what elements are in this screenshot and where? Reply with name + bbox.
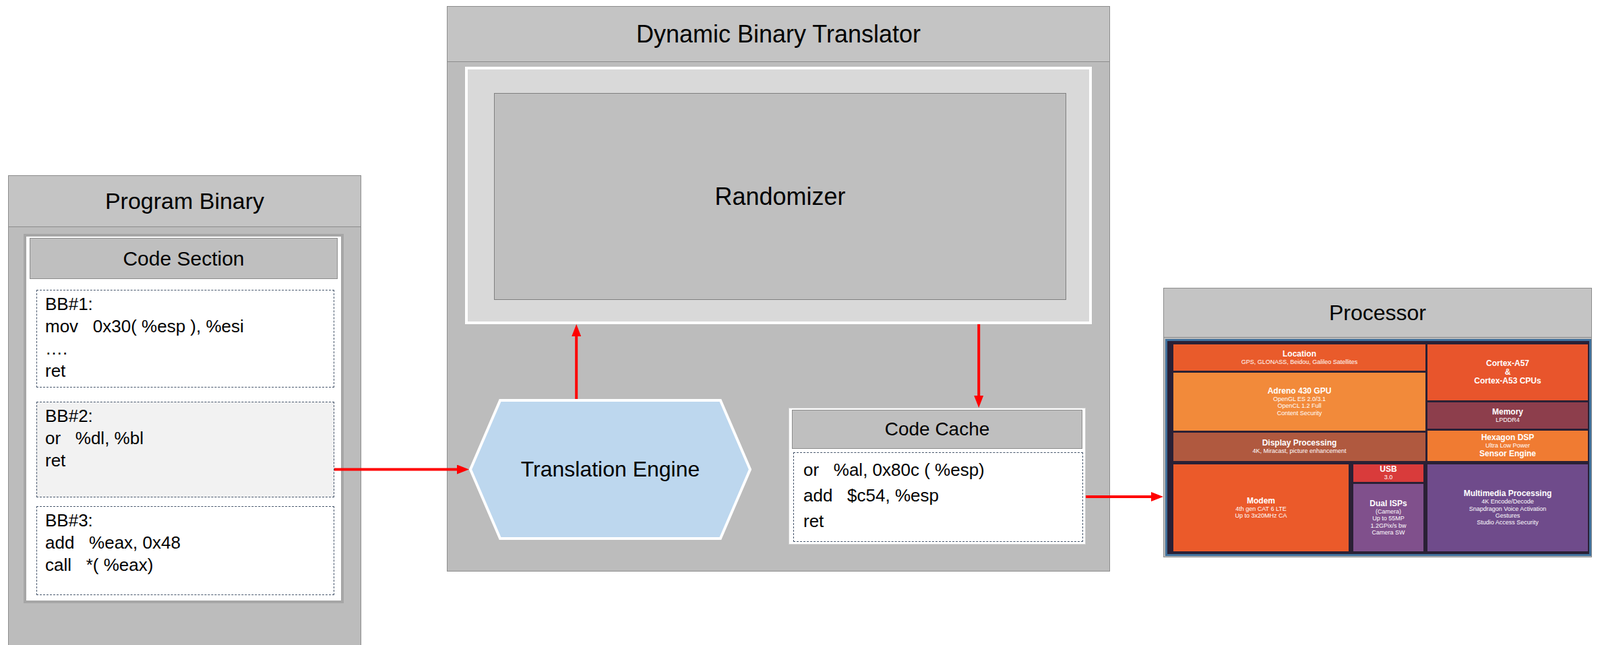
code-line: or %al, 0x80c ( %esp) — [803, 456, 1073, 483]
section-box: Code SectionBB#1:mov 0x30( %esp ), %esi…… — [23, 233, 344, 604]
code-line: ret — [45, 449, 326, 472]
code-line: …. — [45, 337, 326, 360]
chip-region — [1353, 464, 1424, 482]
chip-label: Cortex-A53 CPUs — [1473, 376, 1541, 386]
randomizer-box: Randomizer — [494, 93, 1067, 300]
chip-label: OpenGL ES 2.0/3.1 — [1273, 395, 1326, 403]
chip-region — [1427, 430, 1588, 461]
chip-label: Adreno 430 GPU — [1267, 386, 1332, 396]
chip-label: Modem — [1246, 496, 1276, 506]
chip-label: 1.2GPix/s bw — [1370, 522, 1406, 530]
bb-box: BB#3:add %eax, 0x48call *( %eax) — [36, 506, 335, 596]
chip-region-text: LocationGPS, GLONASS, Beidou, Galileo Sa… — [1173, 344, 1426, 371]
header-title: Program Binary — [105, 188, 265, 215]
chip-label: Cortex-A57 — [1486, 359, 1530, 368]
hex-box: Translation Engine — [469, 398, 752, 540]
chip-label: Ultra Low Power — [1485, 442, 1530, 449]
bb-box: BB#2:or %dl, %blret — [36, 401, 335, 498]
chip-region-text: Display Processing4K, Miracast, picture … — [1173, 432, 1426, 461]
box-title: Randomizer — [714, 182, 846, 211]
chip-label: Dual ISPs — [1369, 499, 1407, 509]
header-band: Program Binary — [8, 175, 361, 228]
chip-label: Content Security — [1277, 409, 1323, 417]
chip-label: Multimedia Processing — [1463, 489, 1553, 499]
panel-box: Program BinaryCode SectionBB#1:mov 0x30(… — [8, 175, 362, 645]
code-block: or %al, 0x80c ( %esp)add $c54, %espret — [793, 452, 1084, 542]
chip-label: Gestures — [1495, 512, 1521, 519]
chip-label: Studio Access Security — [1476, 518, 1539, 526]
chip-region-text: Cortex-A57&Cortex-A53 CPUs — [1427, 344, 1588, 401]
chip-region — [1173, 464, 1349, 552]
code-block: BB#2:or %dl, %blret — [45, 405, 326, 472]
chip-region-text: Modem4th gen CAT 6 LTEUp to 3x20MHz CA — [1173, 464, 1349, 552]
chip-label: USB — [1379, 465, 1397, 474]
chip-label: 4K, Miracast, picture enhancement — [1252, 447, 1346, 455]
chip-label: 4th gen CAT 6 LTE — [1235, 505, 1287, 513]
chip-region-text: Dual ISPs(Camera)Up to 55MP1.2GPix/s bwC… — [1353, 483, 1424, 552]
chip-region — [1173, 372, 1426, 431]
code-line: ret — [803, 508, 1073, 534]
chip-region-text: MemoryLPDDR4 — [1427, 402, 1588, 429]
chip-region — [1173, 432, 1426, 461]
header-band: Code Cache — [791, 409, 1083, 449]
chip-label: (Camera) — [1375, 508, 1402, 515]
code-line: BB#3: — [45, 509, 326, 532]
chip-region — [1173, 344, 1426, 371]
frame-box: Randomizer — [465, 66, 1092, 325]
chip-region-text: USB3.0 — [1353, 464, 1424, 482]
chip-label: Camera SW — [1371, 529, 1405, 536]
hexagon-outline — [470, 400, 751, 539]
chip-label: & — [1504, 367, 1512, 377]
header-title: Code Section — [122, 247, 244, 271]
panel-box: ProcessorLocationGPS, GLONASS, Beidou, G… — [1163, 287, 1592, 558]
header-band: Dynamic Binary Translator — [447, 6, 1110, 63]
chip-region-text: Multimedia Processing4K Encode/DecodeSna… — [1427, 464, 1588, 552]
header-title: Dynamic Binary Translator — [636, 20, 921, 49]
header-title: Code Cache — [884, 418, 991, 441]
box-title: Translation Engine — [520, 456, 701, 482]
chip-label: Up to 3x20MHz CA — [1234, 512, 1287, 519]
chip-label: GPS, GLONASS, Beidou, Galileo Satellites — [1241, 358, 1359, 366]
chip-label-layer: LocationGPS, GLONASS, Beidou, Galileo Sa… — [1165, 339, 1592, 557]
chip-label: 3.0 — [1384, 473, 1394, 481]
code-line: BB#1: — [45, 293, 326, 316]
chip-label: Snapdragon Voice Activation — [1469, 505, 1547, 513]
chip-label: Location — [1282, 349, 1317, 359]
chip-region — [1427, 402, 1588, 429]
code-line: mov 0x30( %esp ), %esi — [45, 315, 326, 338]
code-line: add $c54, %esp — [803, 482, 1073, 509]
code-line: BB#2: — [45, 405, 326, 428]
chip-region-text: Hexagon DSPUltra Low PowerSensor Engine — [1427, 430, 1588, 461]
code-line: or %dl, %bl — [45, 427, 326, 450]
panel-box: Dynamic Binary TranslatorRandomizerTrans… — [446, 6, 1111, 572]
chip-region-text: Adreno 430 GPUOpenGL ES 2.0/3.1OpenCL 1.… — [1173, 372, 1426, 431]
code-block: BB#1:mov 0x30( %esp ), %esi….ret — [45, 293, 326, 383]
code-line: ret — [45, 359, 326, 383]
chip-label: 4K Encode/Decode — [1481, 498, 1534, 505]
chip-label: Hexagon DSP — [1481, 433, 1535, 443]
header-band: Code Section — [29, 237, 338, 280]
chip-region — [1427, 464, 1588, 552]
header-title: Processor — [1329, 300, 1427, 326]
chip-region — [1427, 344, 1588, 401]
chip-label: OpenCL 1.2 Full — [1277, 402, 1321, 410]
chip-label: Display Processing — [1262, 438, 1338, 448]
cache-box: Code Cache or %al, 0x80c ( %esp)add $c54,… — [788, 407, 1086, 545]
chip-label: LPDDR4 — [1495, 416, 1520, 424]
code-line: add %eax, 0x48 — [45, 531, 326, 555]
chip-label: Up to 55MP — [1372, 514, 1405, 522]
header-band: Processor — [1163, 288, 1592, 338]
code-line: call *( %eax) — [45, 554, 326, 577]
bb-box: BB#1:mov 0x30( %esp ), %esi….ret — [36, 289, 335, 388]
chip-die — [1166, 340, 1591, 556]
chip-region — [1353, 483, 1424, 552]
chip-label: Memory — [1492, 407, 1524, 417]
chip-label: Sensor Engine — [1479, 449, 1536, 459]
code-block: BB#3:add %eax, 0x48call *( %eax) — [45, 509, 326, 577]
